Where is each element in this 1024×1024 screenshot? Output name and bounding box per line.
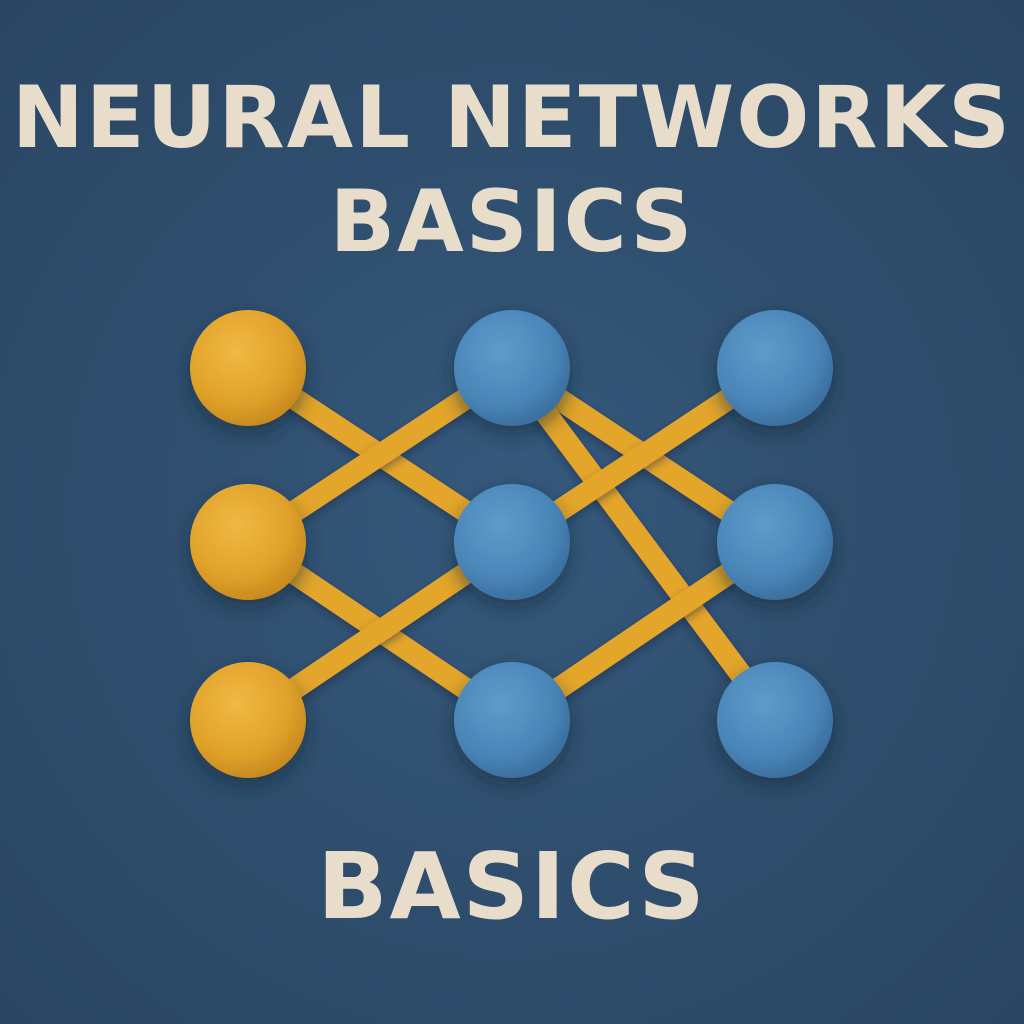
title-line-2: BASICS (329, 172, 695, 272)
input-node-3 (190, 662, 306, 778)
hidden-1-node-2 (454, 484, 570, 600)
title-line-1: NEURAL NETWORKS (11, 68, 1013, 168)
hidden-1-node-3 (454, 662, 570, 778)
footer-word: BASICS (317, 833, 707, 940)
hidden-2-node-1 (717, 310, 833, 426)
hidden-2-node-3 (717, 662, 833, 778)
hidden-2-node-2 (717, 484, 833, 600)
input-node-2 (190, 484, 306, 600)
input-node-1 (190, 310, 306, 426)
connection-8 (501, 357, 786, 731)
hidden-1-node-1 (454, 310, 570, 426)
nodes-group (190, 310, 833, 778)
